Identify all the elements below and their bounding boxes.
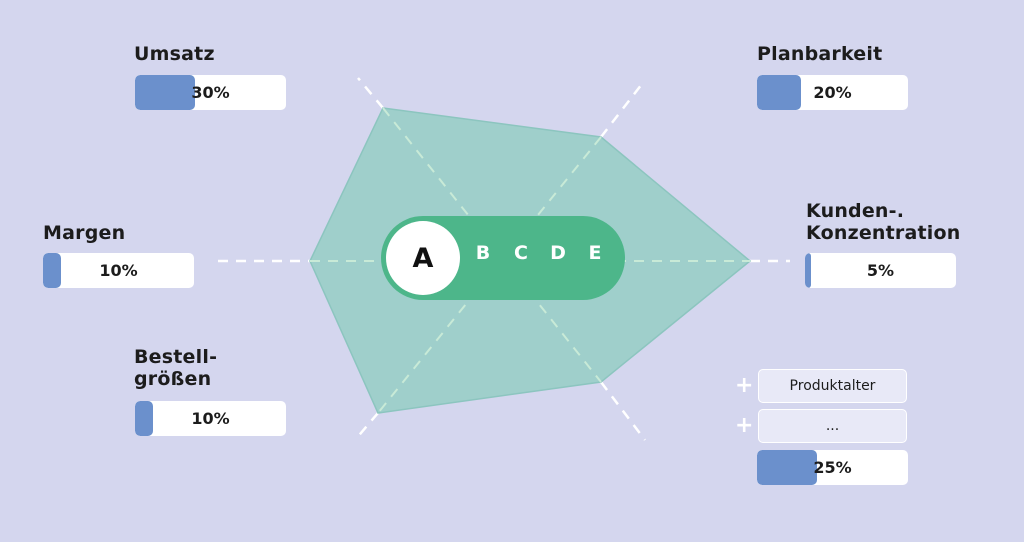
extra-bar: 25% [757, 450, 908, 485]
margen-bar: 10% [43, 253, 194, 288]
plus-icon[interactable]: + [735, 373, 754, 398]
bestell-label: Bestell- größen [134, 346, 217, 390]
umsatz-bar: 30% [135, 75, 286, 110]
kunden-label: Kunden-. Konzentration [806, 200, 961, 244]
kunden-bar-fill [805, 253, 812, 288]
umsatz-bar-fill [135, 75, 196, 110]
bestell-bar-fill [135, 401, 154, 436]
margen-label: Margen [43, 222, 126, 244]
axis-lines [218, 77, 790, 441]
margen-value: 10% [99, 261, 138, 280]
plus-icon[interactable]: + [735, 413, 754, 438]
bestell-bar: 10% [135, 401, 286, 436]
planbarkeit-label: Planbarkeit [757, 43, 883, 65]
planbarkeit-value: 20% [813, 83, 852, 102]
umsatz-value: 30% [191, 83, 230, 102]
extra-bar-fill [757, 450, 818, 485]
kunden-label-line2: Konzentration [806, 222, 961, 244]
planbarkeit-bar: 20% [757, 75, 908, 110]
margen-bar-fill [43, 253, 62, 288]
kunden-label-line1: Kunden-. [806, 200, 905, 222]
grade-b: B [475, 242, 491, 264]
bestell-label-line1: Bestell- [134, 346, 218, 368]
kunden-value: 5% [866, 261, 895, 280]
kunden-bar: 5% [805, 253, 956, 288]
grade-e: E [588, 242, 602, 264]
bestell-label-line2: größen [134, 368, 212, 390]
planbarkeit-bar-fill [757, 75, 801, 110]
grade-c: C [514, 242, 528, 264]
extra-value: 25% [813, 458, 852, 477]
grade-d: D [550, 242, 566, 264]
tag-produktalter[interactable]: Produktalter [758, 369, 907, 403]
bestell-value: 10% [191, 409, 230, 428]
tag-more[interactable]: ... [758, 409, 907, 443]
umsatz-label: Umsatz [134, 43, 215, 65]
grade-a-badge: A [386, 221, 460, 295]
